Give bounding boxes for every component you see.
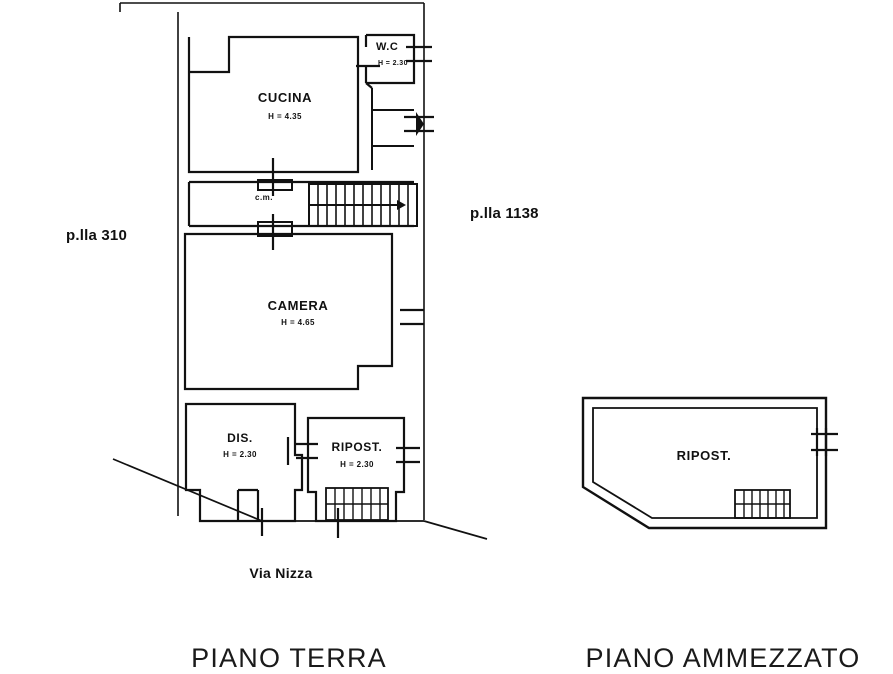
corridor-label: c.m. [254,193,274,202]
room-outline-ripost-mezzanine [581,396,828,530]
room-label-ripost-ground: RIPOST. [331,440,383,454]
room-height-dis: H = 2.30 [223,450,257,459]
plan-title-mezzanine: PIANO AMMEZZATO [585,643,861,673]
room-outline-ripost-terra [306,416,406,523]
opening-marks-corridor [257,179,293,237]
plan-title-ground-floor: PIANO TERRA [191,643,387,673]
opening-marks-ground [260,45,434,538]
parcel-boundary-left [119,2,425,520]
room-outline-dis [184,402,304,523]
room-height-camera: H = 4.65 [281,318,315,327]
staircase-mezzanine [734,489,791,519]
street-label: Via Nizza [249,565,313,581]
parcel-label-right: p.lla 1138 [470,205,539,222]
parcel-label-left: p.lla 310 [66,227,128,244]
staircase-ripost-ground [325,487,389,521]
room-label-wc: W.C [376,41,399,53]
wc-passage [371,88,414,170]
room-outline-camera [183,232,394,391]
property-boundary-diagonal [112,458,488,540]
room-label-dis: DIS. [227,431,253,445]
room-outline-wc [364,33,416,89]
room-label-camera: CAMERA [267,298,329,313]
room-height-wc: H = 2.30 [378,60,408,67]
room-outline-cucina [187,35,360,174]
staircase-direction-arrow [309,200,406,210]
room-height-cucina: H = 4.35 [268,112,302,121]
opening-mark-mezzanine [811,428,838,456]
room-height-ripost-ground: H = 2.30 [340,460,374,469]
room-label-ripost-mezzanine: RIPOST. [676,448,732,463]
room-label-cucina: CUCINA [257,90,313,105]
